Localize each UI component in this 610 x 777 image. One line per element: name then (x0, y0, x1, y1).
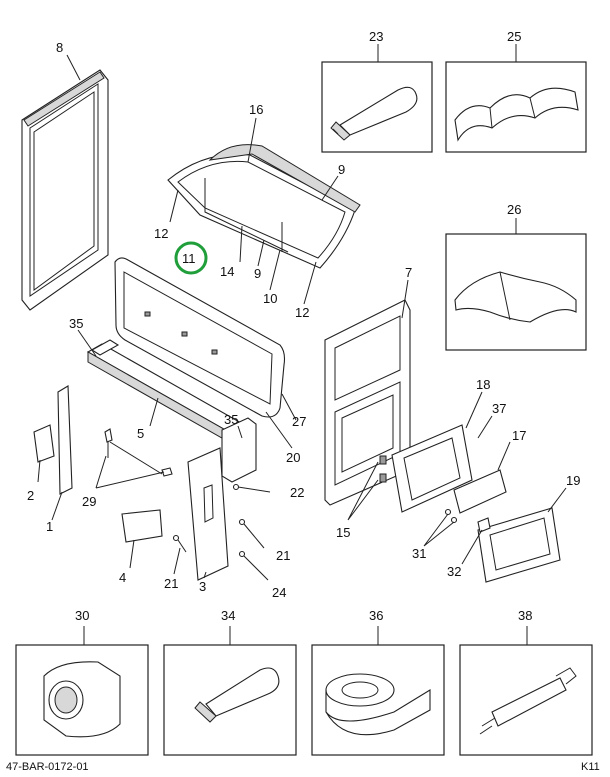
callout-20[interactable]: 20 (286, 450, 300, 465)
callout-35-lower[interactable]: 35 (224, 412, 238, 427)
part-17-window-panel[interactable] (453, 469, 507, 514)
callout-23[interactable]: 23 (369, 29, 383, 44)
callout-29[interactable]: 29 (82, 494, 96, 509)
callout-3[interactable]: 3 (199, 579, 206, 594)
leader-lines (37, 44, 567, 645)
callout-34[interactable]: 34 (221, 608, 235, 623)
part-21-screw-upper[interactable] (238, 518, 265, 549)
part-8-door-frame[interactable] (21, 69, 109, 311)
callout-21-right[interactable]: 21 (276, 548, 290, 563)
callout-12-right[interactable]: 12 (295, 305, 309, 320)
callout-22[interactable]: 22 (290, 485, 304, 500)
box-25-corrugated-pad[interactable] (445, 61, 587, 153)
part-20-rear-panel[interactable] (114, 257, 286, 418)
callout-27[interactable]: 27 (292, 414, 306, 429)
part-2-bracket[interactable] (33, 424, 55, 463)
box-38-latch-assembly[interactable] (459, 644, 593, 756)
callout-14[interactable]: 14 (220, 264, 234, 279)
box-30-insulation-block[interactable] (15, 644, 149, 756)
callout-38[interactable]: 38 (518, 608, 532, 623)
box-34-sealant-tube[interactable] (163, 644, 297, 756)
callout-16[interactable]: 16 (249, 102, 263, 117)
callout-36[interactable]: 36 (369, 608, 383, 623)
callout-11[interactable]: 11 (182, 251, 196, 266)
part-22-screw[interactable] (232, 483, 271, 493)
callout-labels: 8 23 25 16 9 26 12 11 14 9 7 10 12 35 18… (27, 29, 580, 623)
part-5-crossbar[interactable] (86, 339, 257, 483)
part-15-latches[interactable] (379, 455, 387, 483)
callout-12-left[interactable]: 12 (154, 226, 168, 241)
part-4-bracket[interactable] (121, 509, 163, 543)
callout-10[interactable]: 10 (263, 291, 277, 306)
callout-37[interactable]: 37 (492, 401, 506, 416)
part-3-side-panel[interactable] (187, 447, 229, 581)
callout-26[interactable]: 26 (507, 202, 521, 217)
callout-18[interactable]: 18 (476, 377, 490, 392)
callout-19[interactable]: 19 (566, 473, 580, 488)
callout-25[interactable]: 25 (507, 29, 521, 44)
sheet-code: K11 (581, 761, 600, 773)
callout-1[interactable]: 1 (46, 519, 53, 534)
callout-15[interactable]: 15 (336, 525, 350, 540)
part-21-screw-lower[interactable] (172, 534, 187, 553)
callout-9-upper[interactable]: 9 (338, 162, 345, 177)
box-26-rubber-strip[interactable] (445, 233, 587, 351)
part-1-side-panel[interactable] (57, 385, 73, 495)
box-23-sealant-tube[interactable] (321, 61, 433, 153)
callout-8[interactable]: 8 (56, 40, 63, 55)
part-16-top-hood-frame[interactable] (167, 144, 361, 269)
callout-9-lower[interactable]: 9 (254, 266, 261, 281)
callout-17[interactable]: 17 (512, 428, 526, 443)
part-29-clips[interactable] (104, 428, 173, 477)
part-31-32-fasteners[interactable] (444, 508, 491, 533)
part-19-window-glass[interactable] (477, 507, 561, 583)
callout-30[interactable]: 30 (75, 608, 89, 623)
callout-31[interactable]: 31 (412, 546, 426, 561)
part-18-window-frame[interactable] (391, 424, 473, 513)
callout-7[interactable]: 7 (405, 265, 412, 280)
part-24-screw[interactable] (238, 550, 269, 581)
box-36-tape-roll[interactable] (311, 644, 445, 756)
highlight-circle-11 (174, 241, 208, 275)
callout-32[interactable]: 32 (447, 564, 461, 579)
callout-5[interactable]: 5 (137, 426, 144, 441)
callout-35-upper[interactable]: 35 (69, 316, 83, 331)
callout-21-left[interactable]: 21 (164, 576, 178, 591)
callout-24[interactable]: 24 (272, 585, 286, 600)
callout-2[interactable]: 2 (27, 488, 34, 503)
drawing-number: 47-BAR-0172-01 (6, 761, 89, 773)
callout-4[interactable]: 4 (119, 570, 126, 585)
